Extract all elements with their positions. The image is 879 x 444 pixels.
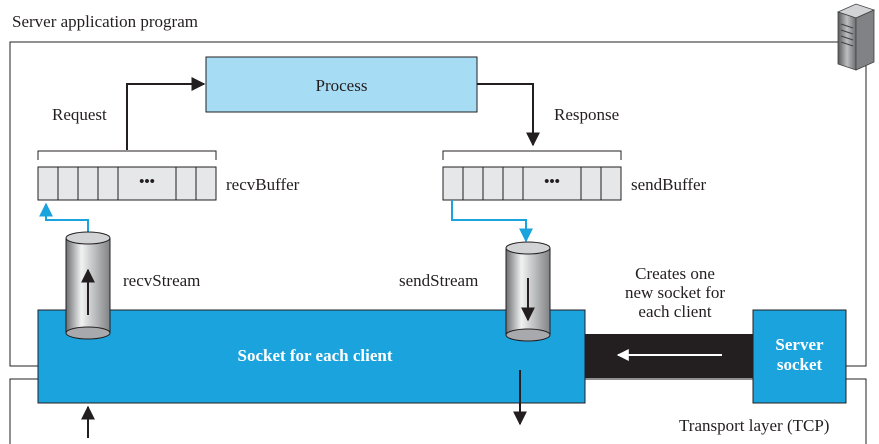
request-label: Request [52, 105, 107, 124]
recv-buffer [37, 166, 217, 201]
client-socket-label: Socket for each client [237, 346, 393, 365]
recv-bracket [37, 150, 217, 160]
recv-stream-label: recvStream [123, 271, 201, 290]
application-title: Server application program [12, 12, 198, 31]
request-arrow [126, 77, 206, 150]
recv-buffer-label: recvBuffer [226, 175, 300, 194]
response-label: Response [554, 105, 620, 124]
send-buffer [442, 166, 622, 201]
recv-blue-arrow [39, 202, 89, 232]
response-arrow [477, 83, 540, 147]
server-socket-line2: socket [776, 355, 823, 374]
recv-stream-cylinder [65, 231, 111, 340]
server-tower-icon [836, 3, 876, 71]
client-socket-block [37, 309, 586, 404]
creates-note-line3: each client [638, 302, 712, 321]
process-box [205, 56, 478, 113]
creates-note-line1: Creates one [635, 264, 715, 283]
transport-label: Transport layer (TCP) [679, 416, 830, 435]
send-buffer-dots: ••• [544, 174, 560, 190]
send-blue-arrow [451, 200, 533, 243]
process-label: Process [315, 76, 368, 95]
server-socket-line1: Server [775, 335, 824, 354]
server-socket-block [752, 309, 847, 404]
creates-note-line2: new socket for [624, 283, 726, 302]
recv-buffer-dots: ••• [139, 174, 155, 190]
send-buffer-label: sendBuffer [631, 175, 707, 194]
send-stream-label: sendStream [399, 271, 479, 290]
send-bracket [442, 150, 622, 160]
